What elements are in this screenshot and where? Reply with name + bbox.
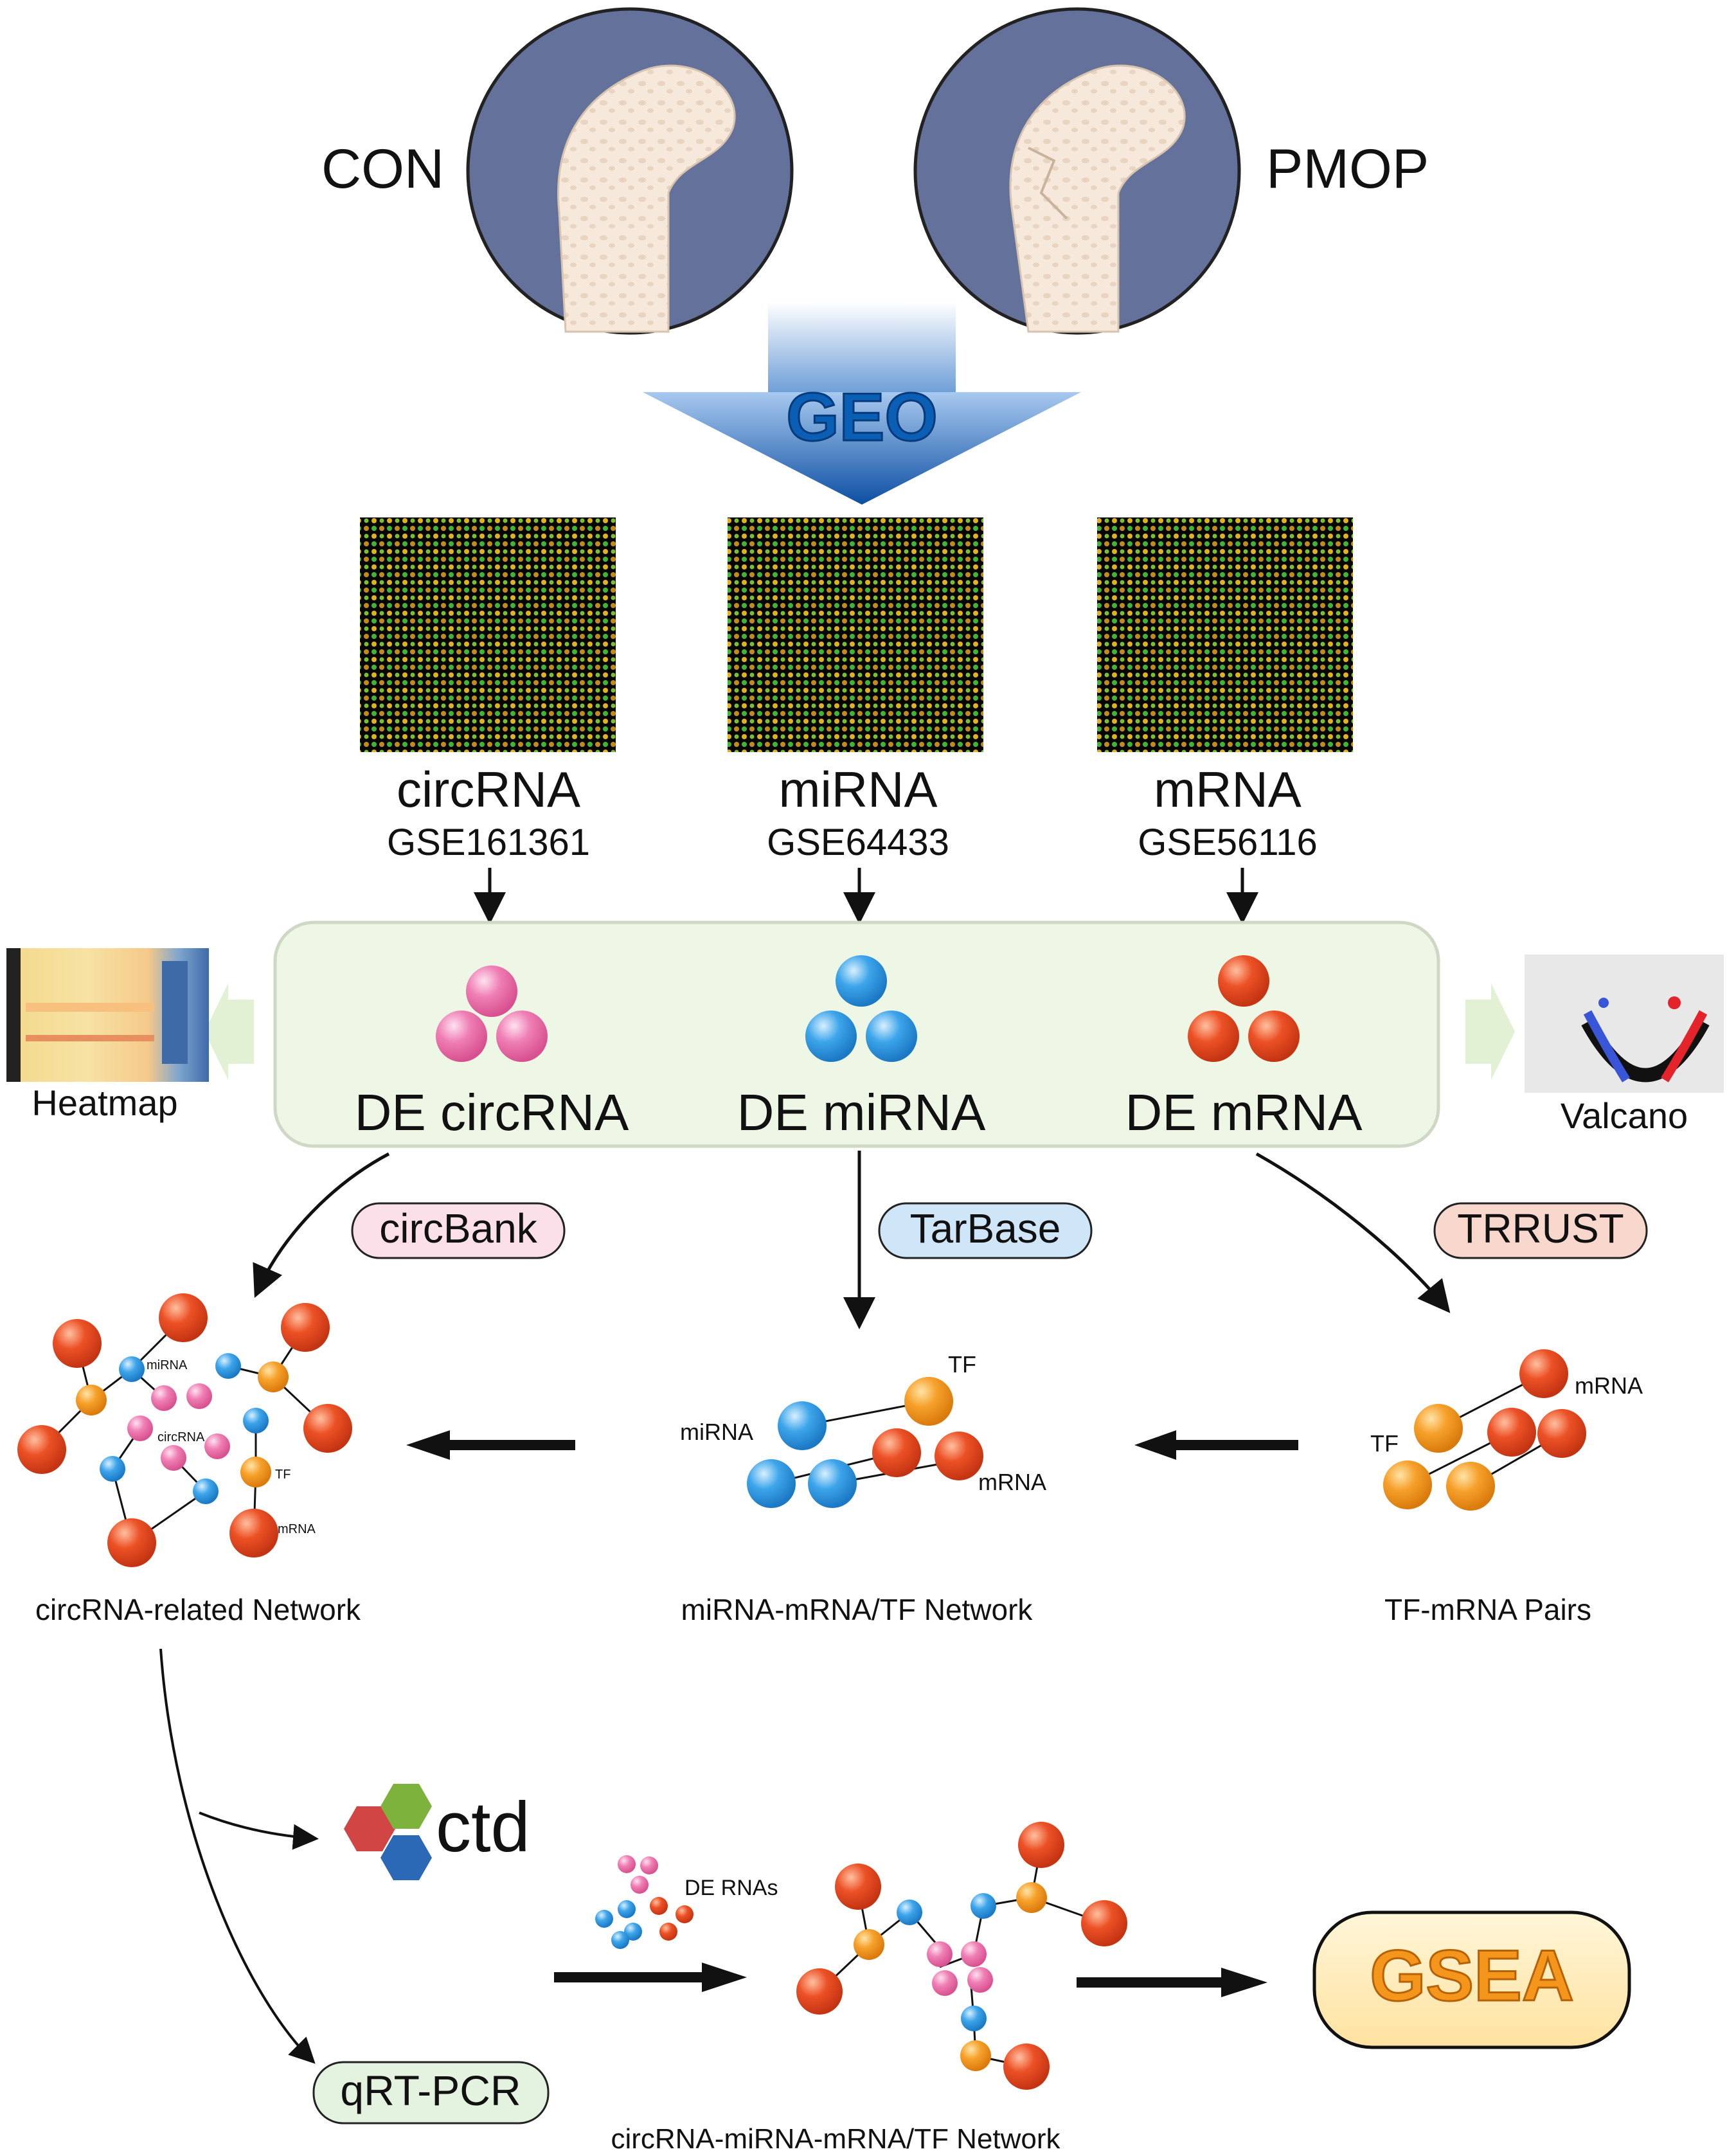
de-item-circrna: DE circRNA	[355, 1084, 629, 1141]
arrow-network-to-qrtpcr	[159, 1648, 316, 2064]
arrow-to-gsea	[1077, 1968, 1267, 1997]
circnet-tf-label: TF	[275, 1468, 291, 1482]
gsea-badge	[1312, 1910, 1631, 2049]
final-network-title: circRNA-miRNA-mRNA/TF Network	[611, 2123, 1060, 2155]
mirnanet-mrna-label: mRNA	[978, 1469, 1046, 1495]
de-circrna-balls	[436, 966, 548, 1062]
pmop-label: PMOP	[1266, 138, 1429, 200]
de-mirna-balls	[805, 955, 917, 1062]
ctd-logo	[344, 1784, 432, 1880]
arrow-to-final-network	[554, 1963, 747, 1992]
circbank-badge	[351, 1202, 566, 1259]
circrna-related-network	[17, 1293, 352, 1567]
volcano-label: Valcano	[1561, 1095, 1688, 1136]
heatmap-image	[6, 948, 209, 1082]
trrust-label: TRRUST	[1457, 1205, 1624, 1252]
de-rnas-label: DE RNAs	[685, 1876, 778, 1900]
tarbase-badge	[878, 1202, 1093, 1259]
circnet-circrna-label: circRNA	[157, 1430, 205, 1444]
ctd-label: ctd	[436, 1788, 530, 1867]
dataset-type-circrna: circRNA	[397, 761, 580, 818]
arrow-de-mrna-to-pairs	[1255, 1152, 1451, 1313]
mirnanet-tf-label: TF	[948, 1351, 976, 1378]
arrow-network-to-ctd	[199, 1811, 319, 1850]
arrow-pairs-to-mirna-network	[1134, 1430, 1298, 1460]
circbank-label: circBank	[379, 1205, 537, 1252]
mirna-mrna-tf-network	[747, 1377, 983, 1508]
mirna-network-title: miRNA-mRNA/TF Network	[681, 1593, 1034, 1626]
tarbase-label: TarBase	[910, 1205, 1061, 1252]
de-rnas-cluster	[595, 1855, 693, 1949]
pmop-bone-illustration	[913, 7, 1241, 335]
de-mrna-balls	[1188, 955, 1300, 1062]
final-network	[796, 1822, 1127, 2090]
mirnanet-mirna-label: miRNA	[680, 1419, 753, 1445]
de-box	[273, 921, 1440, 1148]
gsea-label: GSEA	[1370, 1936, 1573, 2016]
qrtpcr-label: qRT-PCR	[340, 2067, 521, 2114]
dataset-type-mirna: miRNA	[779, 761, 938, 818]
de-item-mirna: DE miRNA	[737, 1084, 986, 1141]
volcano-plot-image	[1525, 955, 1724, 1093]
qrtpcr-badge	[312, 2061, 550, 2125]
arrow-to-volcano	[1465, 984, 1515, 1080]
arrow-de-circrna-to-network	[253, 1152, 390, 1298]
dataset-id-mrna: GSE56116	[1138, 822, 1317, 863]
con-label: CON	[321, 138, 444, 200]
circnet-mirna-label: miRNA	[147, 1358, 188, 1372]
dataset-id-circrna: GSE161361	[387, 822, 590, 863]
tfpairs-mrna-label: mRNA	[1575, 1372, 1643, 1399]
arrow-mirna-to-circ-network	[406, 1430, 575, 1460]
circnet-mrna-label: mRNA	[278, 1522, 316, 1536]
dataset-type-mrna: mRNA	[1154, 761, 1302, 818]
mrna-microarray-image	[1097, 517, 1353, 752]
geo-arrow	[643, 302, 1081, 505]
trrust-badge	[1433, 1202, 1648, 1259]
tfpairs-tf-label: TF	[1370, 1430, 1399, 1457]
arrow-to-heatmap	[204, 984, 254, 1080]
tfpairs-title: TF-mRNA Pairs	[1384, 1593, 1591, 1626]
de-item-mrna: DE mRNA	[1125, 1084, 1363, 1141]
geo-label: GEO	[786, 379, 938, 455]
heatmap-label: Heatmap	[31, 1082, 177, 1123]
mirna-microarray-image	[728, 517, 983, 752]
circrna-microarray-image	[360, 517, 616, 752]
tf-mrna-pairs	[1383, 1349, 1586, 1511]
circrna-network-title: circRNA-related Network	[35, 1593, 361, 1626]
dataset-id-mirna: GSE64433	[767, 822, 949, 863]
con-bone-illustration	[466, 7, 794, 335]
